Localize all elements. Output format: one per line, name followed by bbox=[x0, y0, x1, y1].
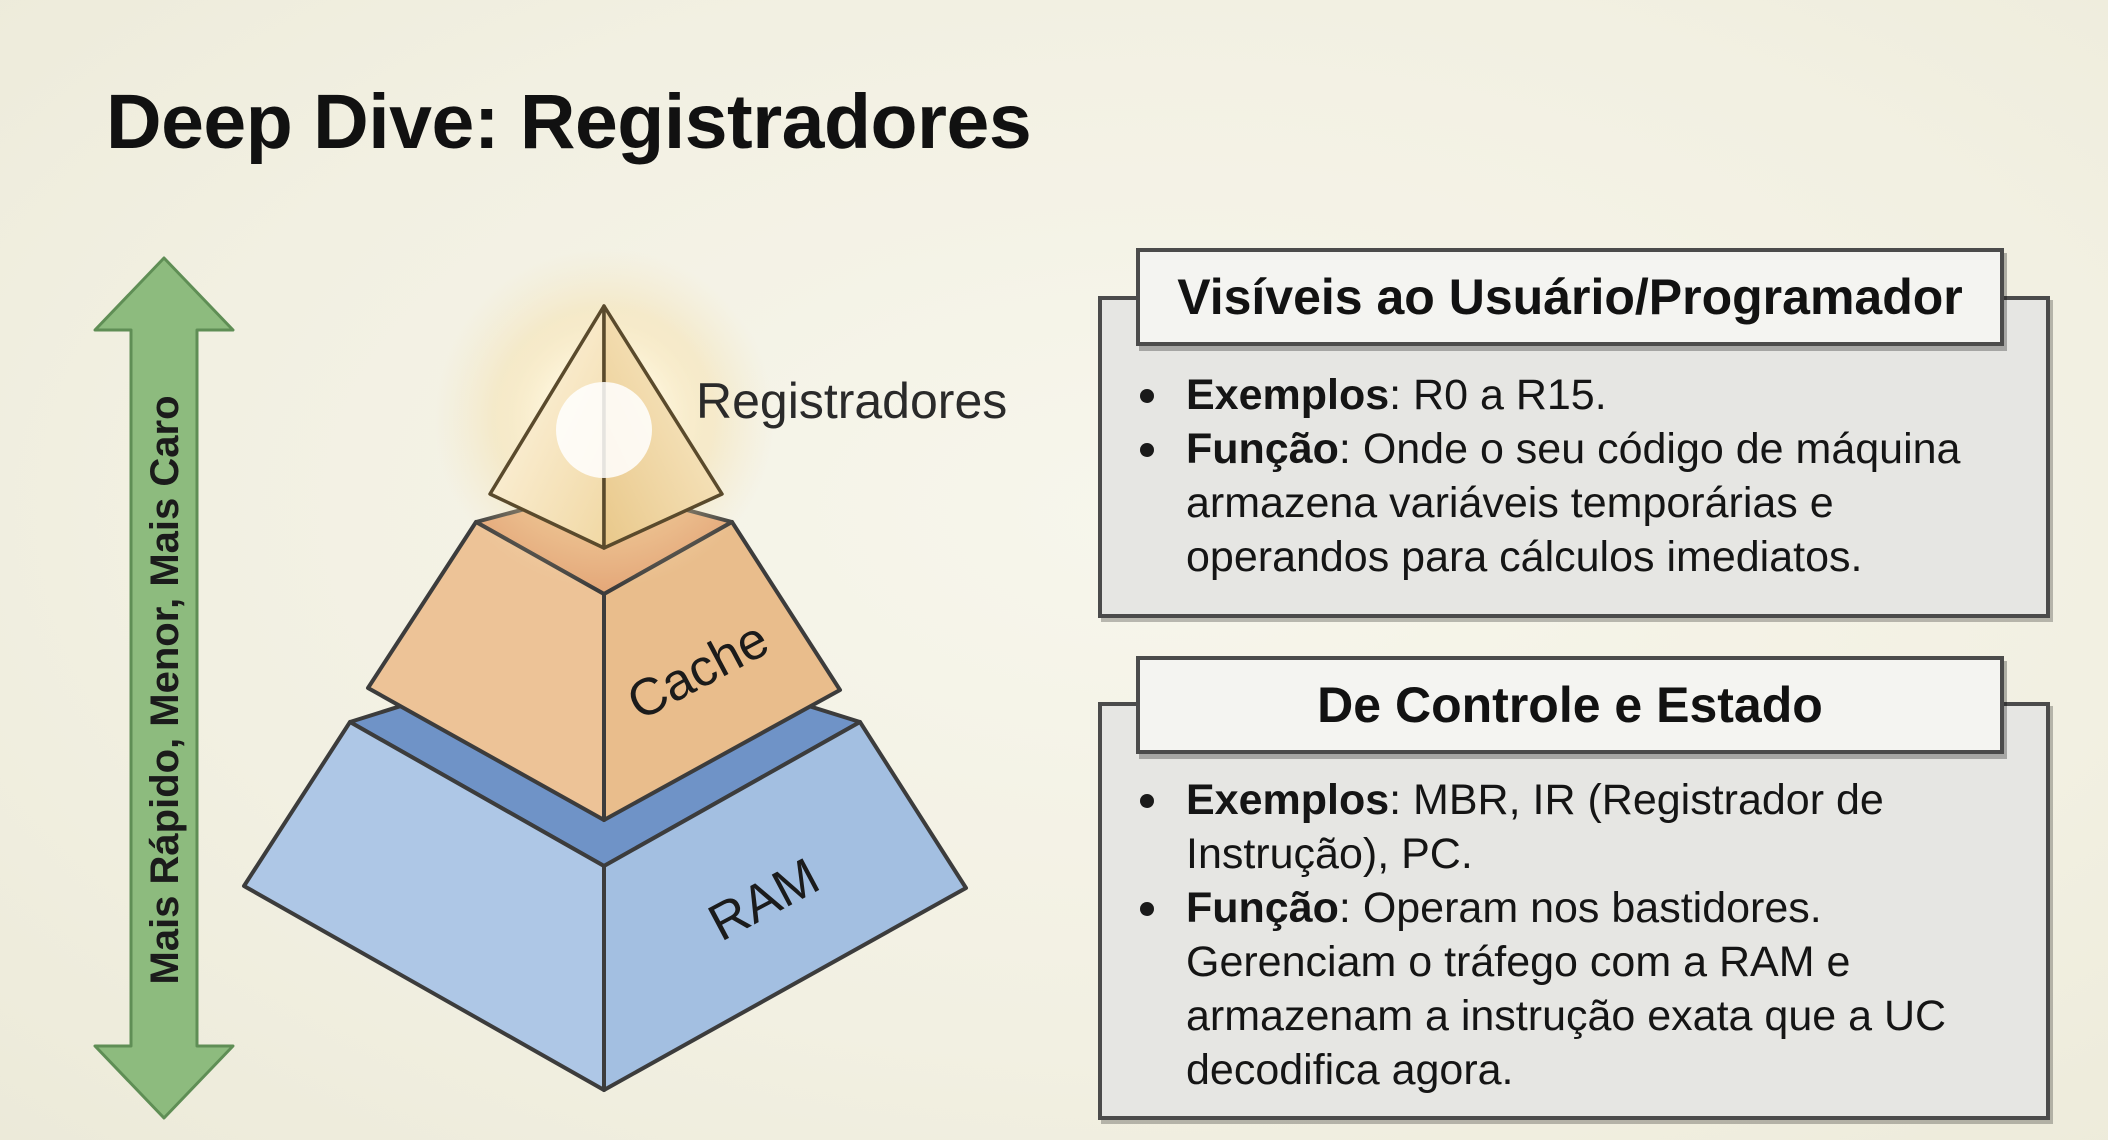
info-card-user-visible bbox=[1098, 296, 2050, 618]
list-item-separator: : bbox=[1338, 884, 1363, 932]
list-item-text: Onde o seu código de máquina armazena va… bbox=[1186, 425, 1961, 581]
memory-hierarchy-diagram: Mais Rápido, Menor, Mais Caro RAM Cache … bbox=[93, 248, 1007, 1120]
list-item-separator: : bbox=[1338, 425, 1363, 473]
speed-axis-arrow bbox=[93, 256, 235, 1120]
info-card-user-visible-heading: Visíveis ao Usuário/Programador bbox=[1136, 248, 2004, 346]
list-item-term: Função bbox=[1186, 884, 1339, 932]
list-item-separator: : bbox=[1389, 776, 1414, 824]
memory-pyramid-svg: Mais Rápido, Menor, Mais Caro RAM Cache … bbox=[93, 248, 1007, 1120]
page-title: Deep Dive: Registradores bbox=[106, 79, 1032, 165]
list-item: Exemplos: R0 a R15. bbox=[1134, 368, 2034, 422]
ram-tier-right bbox=[602, 720, 968, 1092]
list-item: Exemplos: MBR, IR (Registrador de Instru… bbox=[1134, 773, 2034, 881]
list-item-separator: : bbox=[1389, 371, 1414, 419]
registers-tier-label: Registradores bbox=[696, 373, 1007, 429]
speed-axis-label: Mais Rápido, Menor, Mais Caro bbox=[143, 395, 187, 984]
list-item-text: MBR, IR (Registrador de Instrução), PC. bbox=[1186, 776, 1884, 878]
list-item-text: R0 a R15. bbox=[1413, 371, 1607, 419]
list-item-term: Exemplos bbox=[1186, 776, 1390, 824]
list-item-term: Exemplos bbox=[1186, 371, 1390, 419]
registers-light-core bbox=[556, 382, 652, 478]
info-card-control-state-list: Exemplos: MBR, IR (Registrador de Instru… bbox=[1134, 773, 2034, 1097]
info-card-control-state-heading: De Controle e Estado bbox=[1136, 656, 2004, 754]
list-item: Função: Operam nos bastidores. Gerenciam… bbox=[1134, 881, 2034, 1097]
info-card-user-visible-list: Exemplos: R0 a R15. Função: Onde o seu c… bbox=[1134, 368, 2034, 584]
list-item: Função: Onde o seu código de máquina arm… bbox=[1134, 422, 2034, 584]
list-item-term: Função bbox=[1186, 425, 1339, 473]
list-item-text: Operam nos bastidores. Gerenciam o tráfe… bbox=[1186, 884, 1947, 1094]
